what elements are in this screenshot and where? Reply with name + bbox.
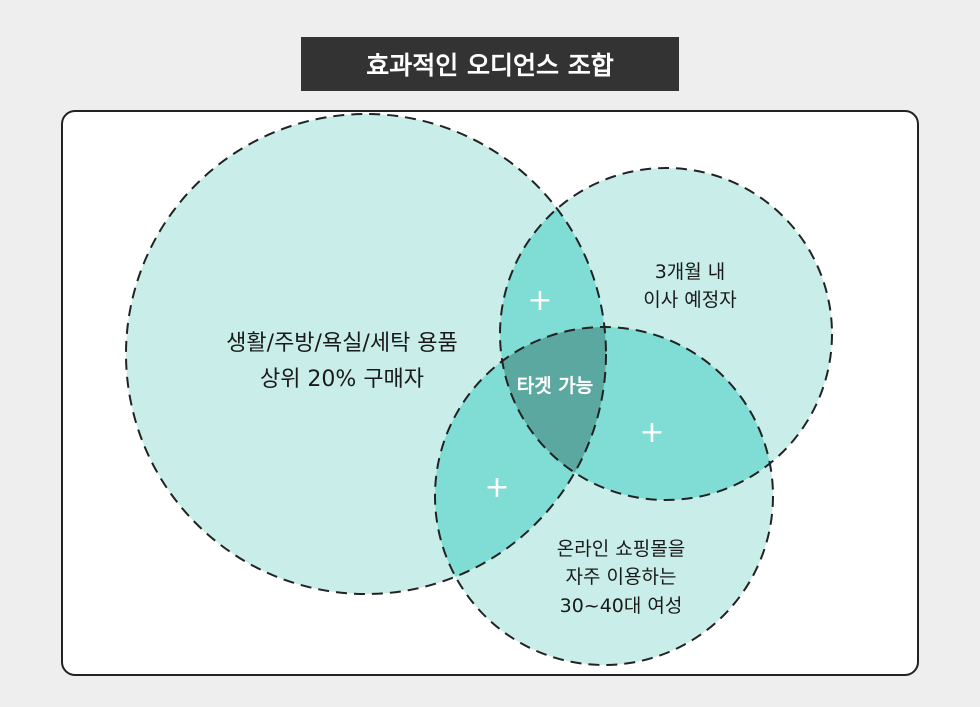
title-text: 효과적인 오디언스 조합 [366, 51, 614, 80]
set-a-label-line1: 생활/주방/욕실/세탁 용품 [226, 331, 458, 356]
plus-icon-b-c: + [639, 415, 664, 450]
set-a-label-line2: 상위 20% 구매자 [260, 367, 424, 392]
set-c-label-line1: 온라인 쇼핑몰을 [557, 538, 685, 560]
set-b-label-line2: 이사 예정자 [643, 289, 736, 311]
plus-icon-a-c: + [484, 470, 509, 505]
plus-icon-a-b: + [527, 283, 552, 318]
set-c-label-line2: 자주 이용하는 [566, 566, 677, 588]
diagram-title: 효과적인 오디언스 조합 [301, 37, 679, 91]
center-label: 타겟 가능 [517, 375, 594, 397]
set-c-label-line3: 30~40대 여성 [560, 595, 683, 617]
set-c-outline [434, 326, 774, 666]
set-b-label-line1: 3개월 내 [655, 261, 726, 283]
set-b-outline [499, 167, 833, 501]
set-a-outline [125, 113, 607, 595]
